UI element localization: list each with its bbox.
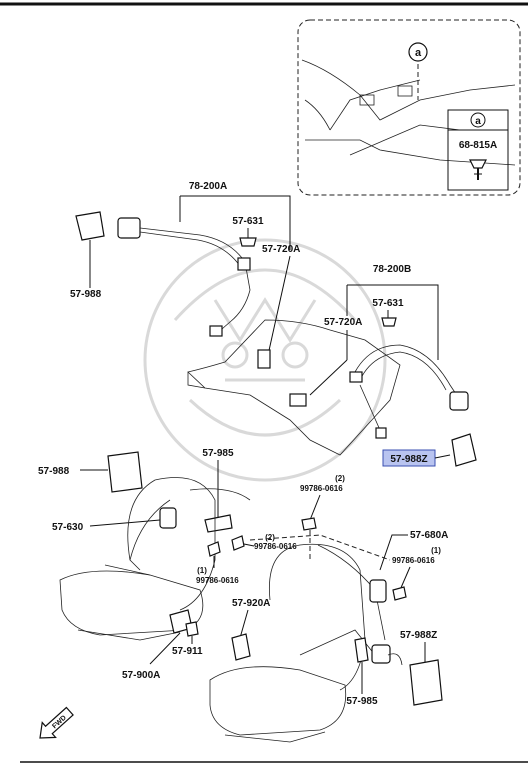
inset-detail-subbox <box>447 109 509 191</box>
label-bolt-a-qty: (1) <box>197 566 207 575</box>
belt-78-200a-group: 78-200A 57-631 57-720A <box>117 181 300 369</box>
bolt-c-group: (2) 99786-0616 <box>300 474 345 531</box>
detail-part-number: 68-815A <box>459 140 497 151</box>
label-bolt-b: 99786-0616 <box>254 542 297 551</box>
cover-bottom-right-part <box>409 659 443 706</box>
cap-part-right <box>381 317 397 327</box>
retractor-upper <box>117 217 141 239</box>
label-57-988z-highlight[interactable]: 57-988Z <box>390 454 427 465</box>
inset-detail-box: a a 68-815A <box>297 19 521 196</box>
clip-fastener-icon <box>469 159 487 180</box>
label-57-680a: 57-680A <box>410 530 448 541</box>
label-57-631-left: 57-631 <box>232 216 264 227</box>
buckle-upper-group: 57-985 <box>189 448 251 533</box>
label-78-200b: 78-200B <box>373 264 411 275</box>
label-57-720a-left: 57-720A <box>262 244 300 255</box>
buckle-lower-group: 57-985 <box>346 637 378 707</box>
label-57-911: 57-911 <box>172 646 203 657</box>
retractor-right-seat <box>369 579 387 603</box>
inset-callout-circle <box>408 42 428 62</box>
label-bolt-d-qty: (1) <box>431 546 441 555</box>
label-57-988-top: 57-988 <box>70 289 102 300</box>
label-57-985-upper: 57-985 <box>202 448 234 459</box>
label-bolt-d: 99786-0616 <box>392 556 435 565</box>
cover-right-highlight-group[interactable]: 57-988Z <box>382 433 477 467</box>
label-57-920a: 57-920A <box>232 598 270 609</box>
fwd-arrow-icon: FWD <box>39 706 74 739</box>
label-57-985-lower: 57-985 <box>346 696 378 707</box>
cover-bottom-right-group: 57-988Z <box>400 630 443 706</box>
detail-callout-letter: a <box>475 116 481 127</box>
label-57-988z-bottom: 57-988Z <box>400 630 437 641</box>
retractor-left-seat <box>159 507 177 529</box>
cover-right-part <box>451 433 477 467</box>
anchor-group: 57-911 57-900A <box>122 609 203 681</box>
label-bolt-c-qty: (2) <box>335 474 345 483</box>
buckle-center-group: 57-920A <box>231 598 270 661</box>
label-78-200a: 78-200A <box>189 181 227 192</box>
retractor-rear <box>449 391 469 411</box>
watermark-logo <box>143 238 387 482</box>
belt-78-200b-group: 78-200B 57-631 57-720A <box>309 264 469 439</box>
package-tray <box>187 319 401 456</box>
inset-callout-letter: a <box>415 47 422 59</box>
right-seat-group: 57-680A <box>209 530 448 743</box>
label-57-720a-right: 57-720A <box>324 317 362 328</box>
cap-part-left <box>239 237 257 247</box>
cover-mid-left-group: 57-988 <box>38 451 143 493</box>
cover-top-left-part <box>75 211 105 241</box>
bolt-b-group: 99786-0616 (2) <box>231 533 297 551</box>
label-57-900a: 57-900A <box>122 670 160 681</box>
detail-callout-circle <box>470 112 486 128</box>
label-57-631-right: 57-631 <box>372 298 404 309</box>
label-bolt-c: 99786-0616 <box>300 484 343 493</box>
cover-top-left-group: 57-988 <box>70 211 105 300</box>
label-bolt-a: 99786-0616 <box>196 576 239 585</box>
label-57-630: 57-630 <box>52 522 84 533</box>
label-bolt-b-qty: (2) <box>265 533 275 542</box>
label-57-988-mid: 57-988 <box>38 466 70 477</box>
bolt-a-group: (1) 99786-0616 <box>196 541 239 585</box>
left-seat-group: 57-630 <box>52 477 216 641</box>
bolt-d-group: (1) 99786-0616 <box>392 546 441 601</box>
cover-mid-left-part <box>107 451 143 493</box>
